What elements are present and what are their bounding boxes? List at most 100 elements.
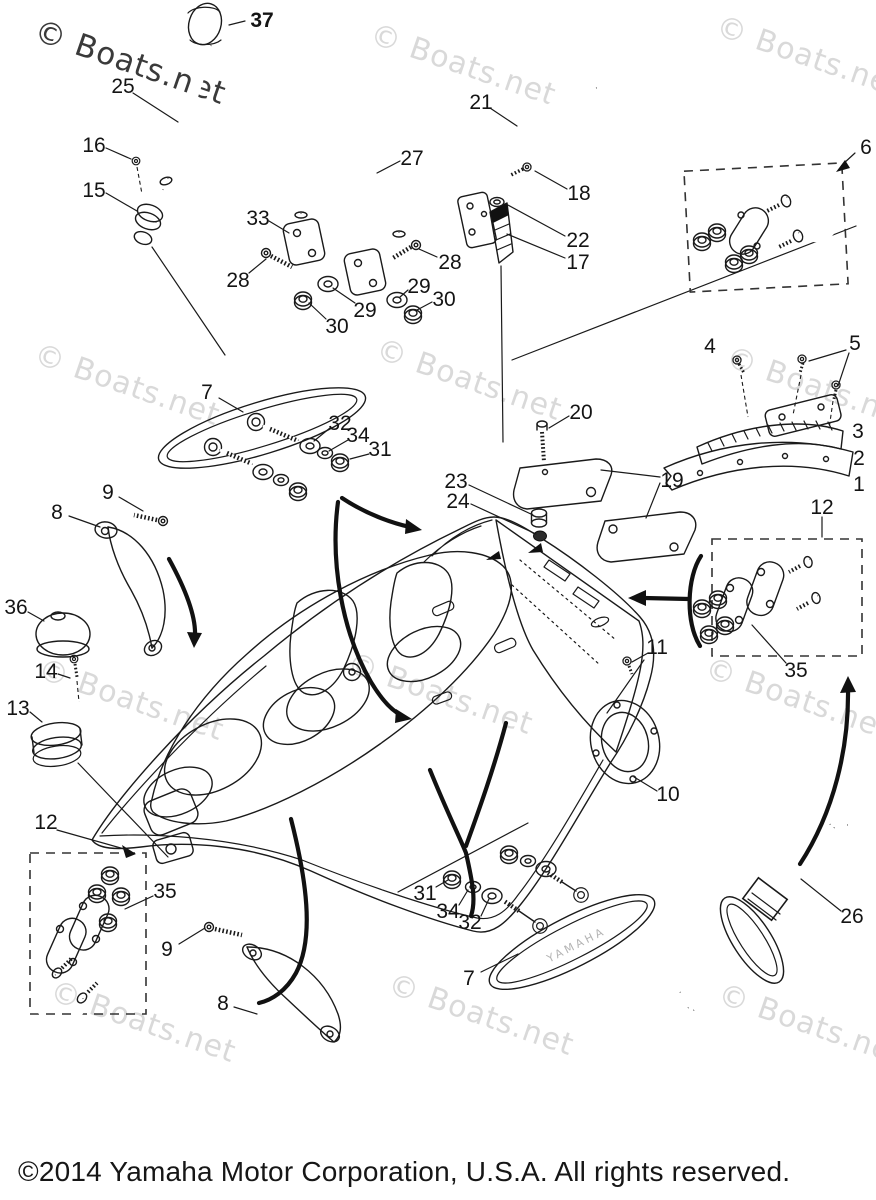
clamp-33 — [282, 218, 326, 266]
rear-deck — [495, 519, 644, 753]
callout-8: 8 — [217, 992, 229, 1015]
mid-bench — [262, 686, 336, 746]
stern-slot — [590, 616, 610, 628]
callout-15: 15 — [82, 179, 105, 202]
watermark: © Boats.net — [384, 967, 579, 1063]
callout-6: 6 — [860, 136, 872, 159]
watermark: © Boats.net — [366, 17, 561, 113]
strap-buckle — [741, 876, 789, 922]
deck-vents — [543, 559, 600, 609]
nut-2c — [288, 482, 308, 502]
ring-22 — [489, 196, 505, 208]
kit-12-box-left — [29, 852, 147, 1015]
handle-7-bottom — [488, 893, 656, 991]
washer-29-right — [386, 291, 408, 309]
ring-10-outer — [589, 699, 661, 785]
part-grab-handle-bottom-left — [203, 921, 342, 1043]
trim-3 — [764, 394, 842, 437]
callout-8: 8 — [51, 501, 63, 524]
callout-7: 7 — [463, 967, 475, 990]
rear-bench — [163, 718, 263, 796]
nut-31-top — [330, 453, 350, 473]
watermark: © Boats.net — [34, 652, 229, 748]
callout-35: 35 — [784, 659, 807, 682]
cockpit-coaming — [149, 550, 512, 825]
watermark: © Boats.net — [30, 337, 225, 433]
callout-22: 22 — [566, 229, 589, 252]
spacer-23 — [530, 508, 548, 518]
washer-2a — [252, 463, 274, 481]
part-deck-ring — [589, 656, 661, 785]
callout-23: 23 — [444, 470, 467, 493]
part-pole-bracket — [457, 85, 857, 443]
nut-35-l3 — [111, 887, 131, 907]
nut-24 — [533, 530, 547, 542]
leader-swooshes — [166, 495, 509, 1006]
callout-18: 18 — [567, 182, 590, 205]
callout-21: 21 — [469, 91, 492, 114]
part-clamp-blocks — [260, 218, 423, 325]
copyright-text: ©2014 Yamaha Motor Corporation, U.S.A. A… — [18, 1156, 791, 1187]
callout-26: 26 — [840, 905, 863, 928]
screw-5a — [797, 354, 807, 364]
screw-9-top — [157, 515, 169, 527]
callout-29: 29 — [353, 299, 376, 322]
nut-6b — [707, 223, 727, 243]
kit-12-box-right — [711, 538, 863, 657]
callout-16: 16 — [82, 134, 105, 157]
callout-31: 31 — [413, 882, 436, 905]
eye-plate — [728, 207, 770, 255]
callout-14: 14 — [34, 660, 58, 683]
callout-20: 20 — [569, 401, 592, 424]
bolt-head-2 — [203, 437, 223, 457]
screw-9-bottom — [203, 921, 215, 933]
seat-back-2 — [389, 561, 453, 658]
callout-27: 27 — [400, 147, 423, 170]
callout-2: 2 — [853, 447, 865, 470]
callout-9: 9 — [161, 938, 173, 961]
nut-o2c — [499, 845, 519, 865]
callout-leader-lines — [27, 20, 850, 1015]
part-ski-tow-pole — [131, 2, 226, 356]
ubolt-plate-l1 — [68, 894, 110, 951]
screw-28-left — [260, 247, 272, 259]
washer-32-top — [299, 437, 321, 455]
callout-17: 17 — [566, 251, 589, 274]
part-grab-handle-top — [157, 387, 367, 502]
hull-rubrail-line — [99, 759, 604, 920]
callout-30: 30 — [325, 315, 348, 338]
bolt-head-1 — [246, 412, 266, 432]
callout-7: 7 — [201, 381, 213, 404]
part-bow-eye-kit — [683, 152, 856, 293]
nut-35-l2 — [87, 884, 107, 904]
plate-19-lower — [596, 511, 697, 563]
callout-12: 12 — [34, 811, 57, 834]
nut-31-bottom — [442, 870, 462, 890]
callout-5: 5 — [849, 332, 861, 355]
watermark: © Boats.net — [712, 9, 876, 105]
trim-1 — [663, 441, 854, 491]
screw-16 — [131, 156, 141, 166]
callout-34: 34 — [436, 900, 460, 923]
bow-bracket — [152, 831, 194, 865]
nut-35-r2 — [708, 590, 728, 610]
ring-10-inner — [600, 711, 650, 773]
hull-slot-3 — [431, 691, 453, 705]
washer-34-top — [316, 446, 334, 460]
nut-30-left — [293, 291, 313, 311]
part-tiedown-strap — [650, 676, 864, 1019]
callout-32: 32 — [458, 911, 481, 934]
part-ubolt-kit-right — [628, 538, 863, 657]
callout-32: 32 — [328, 412, 351, 435]
part-grab-handle-top-left — [30, 512, 169, 858]
hull-outline — [91, 516, 655, 933]
callout-31: 31 — [368, 438, 391, 461]
callout-34: 34 — [346, 424, 370, 447]
callout-37: 37 — [250, 9, 273, 32]
nut-35-r1 — [692, 599, 712, 619]
watermark: © Boats.net — [714, 977, 876, 1073]
strap-loop — [719, 896, 785, 984]
handle-8-bottom — [246, 946, 335, 1043]
rear-deck-hatching — [511, 559, 617, 666]
screw-28-right — [410, 239, 422, 251]
